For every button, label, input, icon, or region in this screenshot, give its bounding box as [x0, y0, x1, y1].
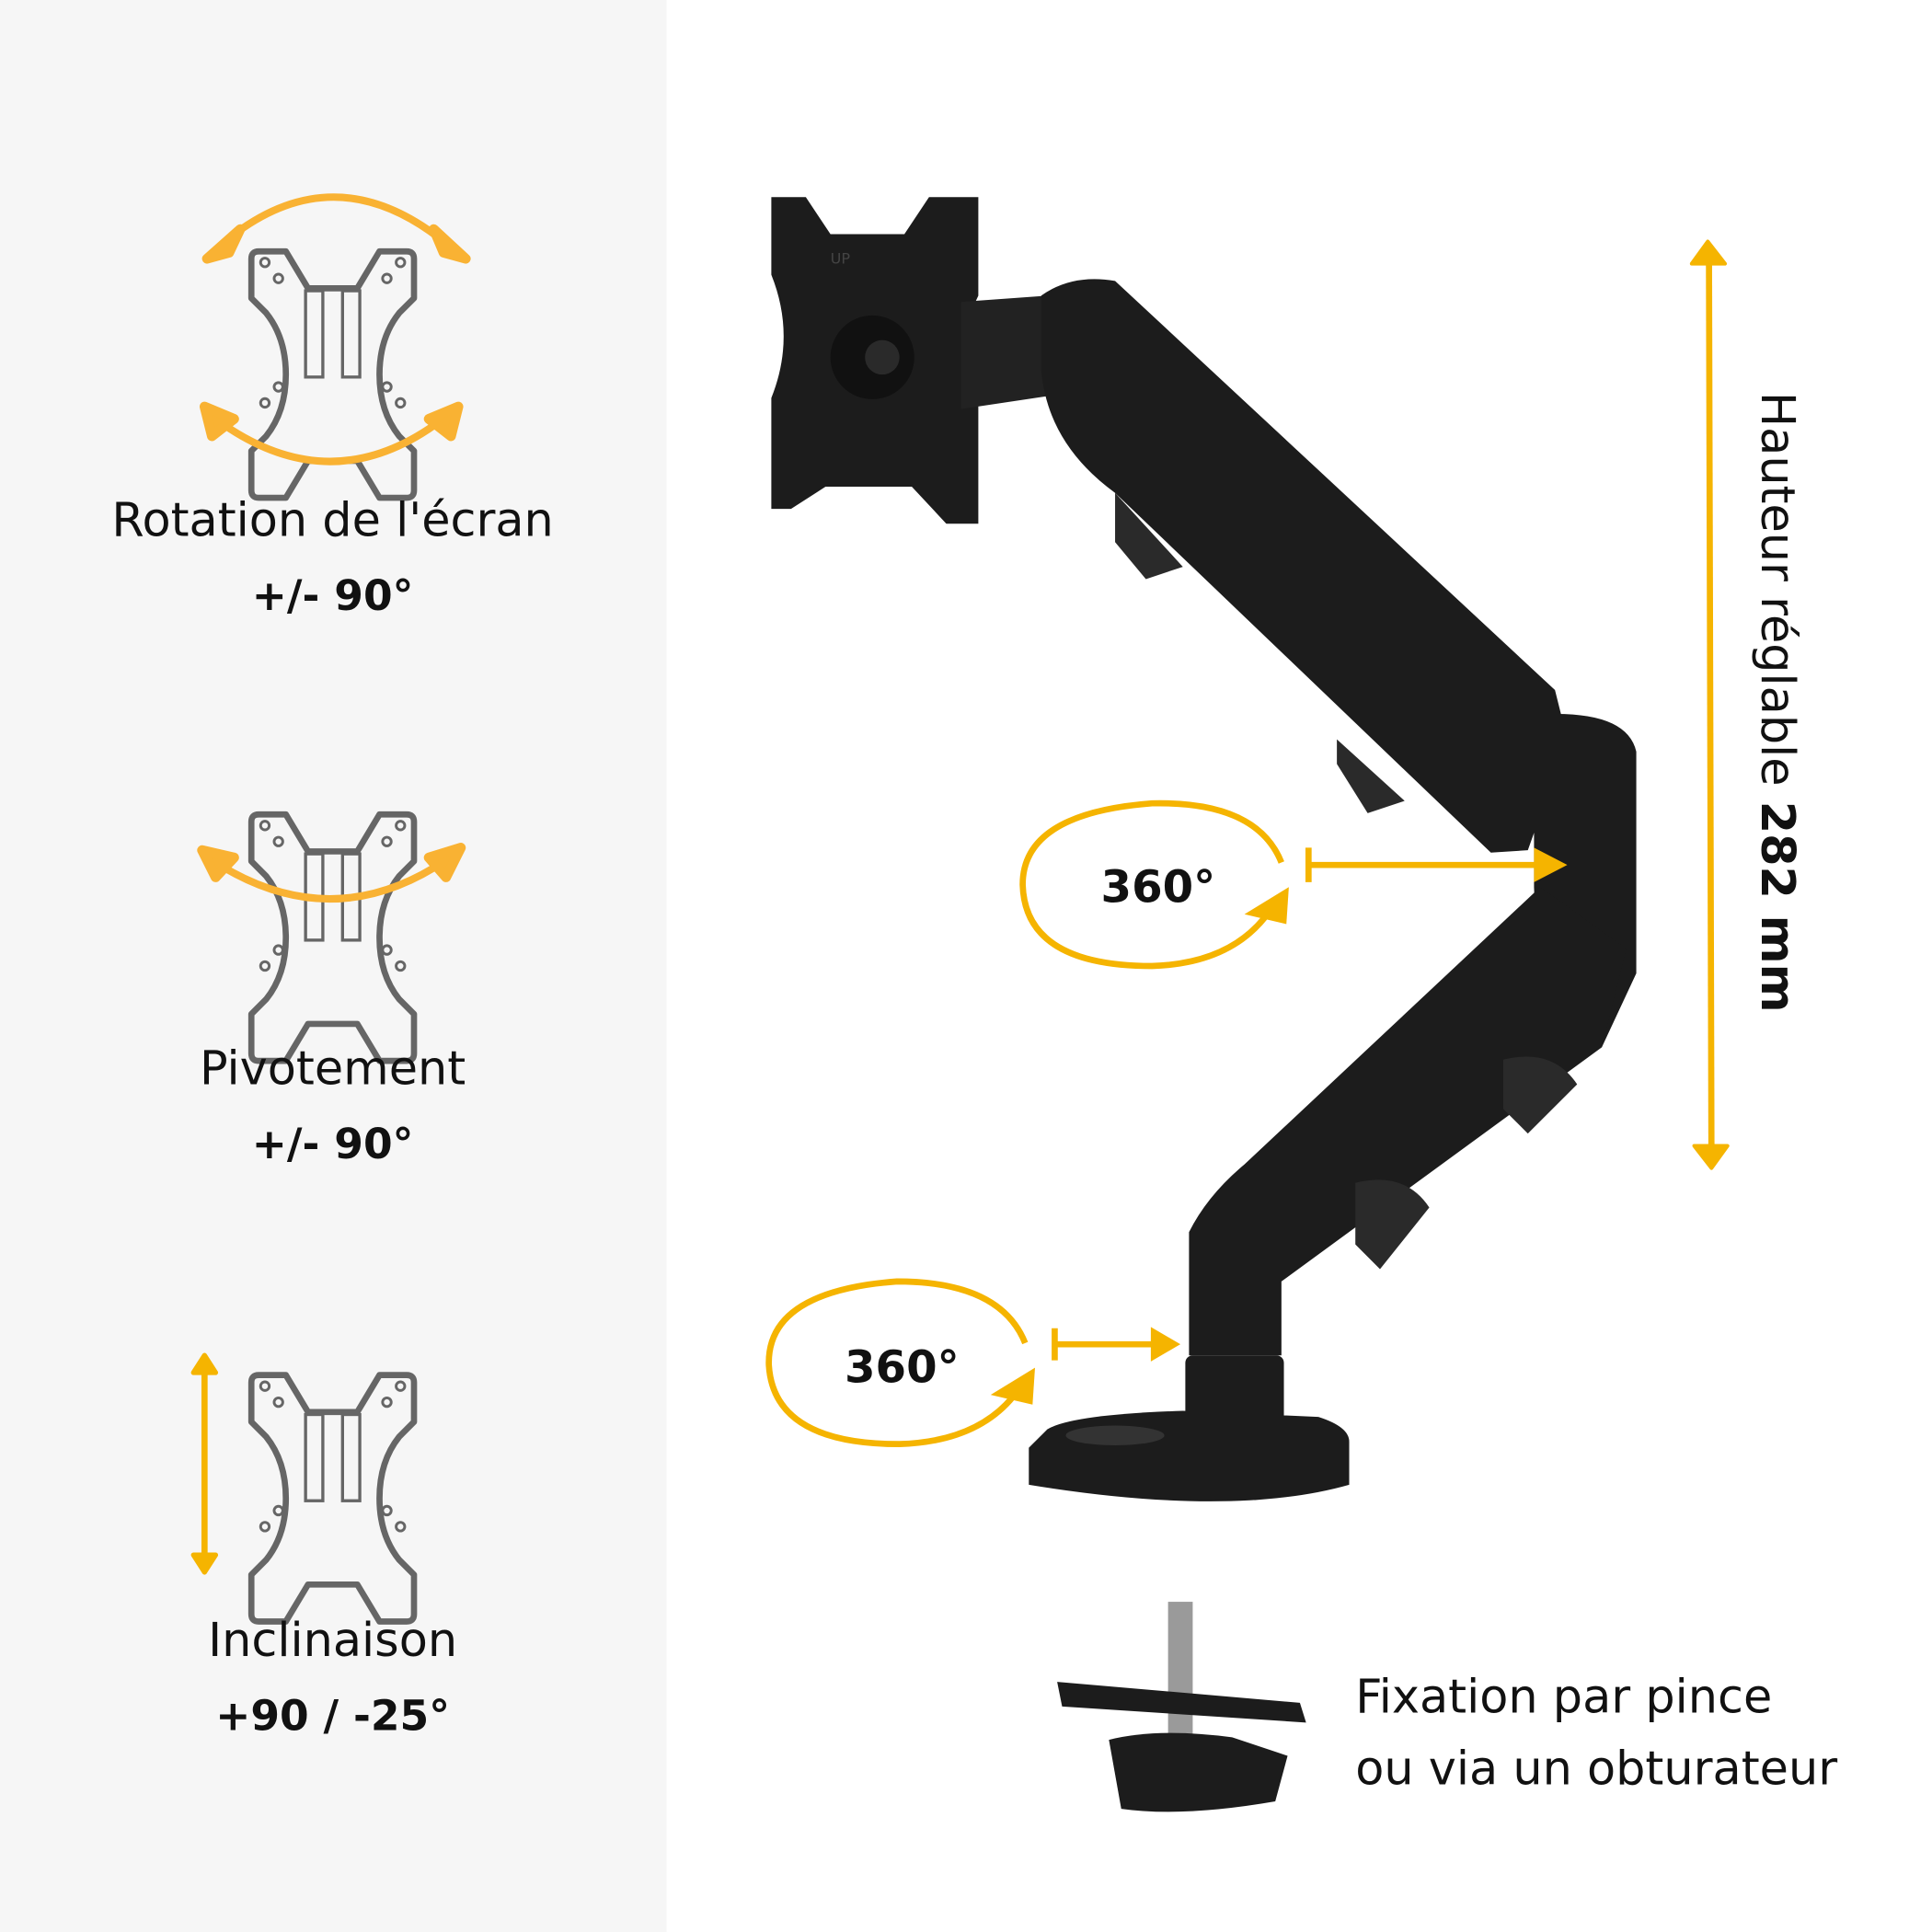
height-value: 282 mm: [1750, 801, 1804, 1013]
feature-value: +/- 90°: [252, 1120, 414, 1168]
swivel-feature: Pivotement +/- 90°: [197, 814, 466, 1168]
rotation-label-upper: 360°: [1101, 861, 1216, 913]
desk-base: [1029, 1410, 1350, 1501]
height-indicator: Hauteur réglable 282 mm: [1689, 239, 1804, 1170]
feature-value: +90 / -25°: [215, 1691, 450, 1740]
tilt-feature: Inclinaison +90 / -25°: [190, 1352, 457, 1740]
feature-title: Inclinaison: [208, 1614, 457, 1668]
rotation-icon: [199, 193, 471, 498]
feature-title: Pivotement: [200, 1042, 466, 1097]
vesa-plate-text: UP: [831, 250, 851, 268]
lower-arm: [1189, 887, 1627, 1356]
rotation-feature: Rotation de l'écran +/- 90°: [111, 193, 554, 620]
rotation-label-lower: 360°: [845, 1342, 960, 1394]
left-panel: [0, 0, 667, 1932]
feature-value: +/- 90°: [252, 571, 414, 620]
height-label: Hauteur réglable 282 mm: [1750, 392, 1804, 1013]
swivel-icon: [197, 814, 466, 1061]
desk-clamp-image: Fixation par pince ou via un obturateur: [1057, 1602, 1837, 1812]
upper-arm: [1041, 279, 1568, 853]
monitor-arm-image: UP: [771, 197, 1637, 1501]
feature-title: Rotation de l'écran: [111, 494, 553, 548]
upper-rotation-indicator: 360°: [1019, 799, 1568, 970]
mount-text-line2: ou via un obturateur: [1355, 1742, 1837, 1796]
lower-rotation-indicator: 360°: [765, 1278, 1181, 1447]
mount-text-line1: Fixation par pince: [1355, 1671, 1772, 1725]
tilt-icon: [190, 1352, 414, 1621]
